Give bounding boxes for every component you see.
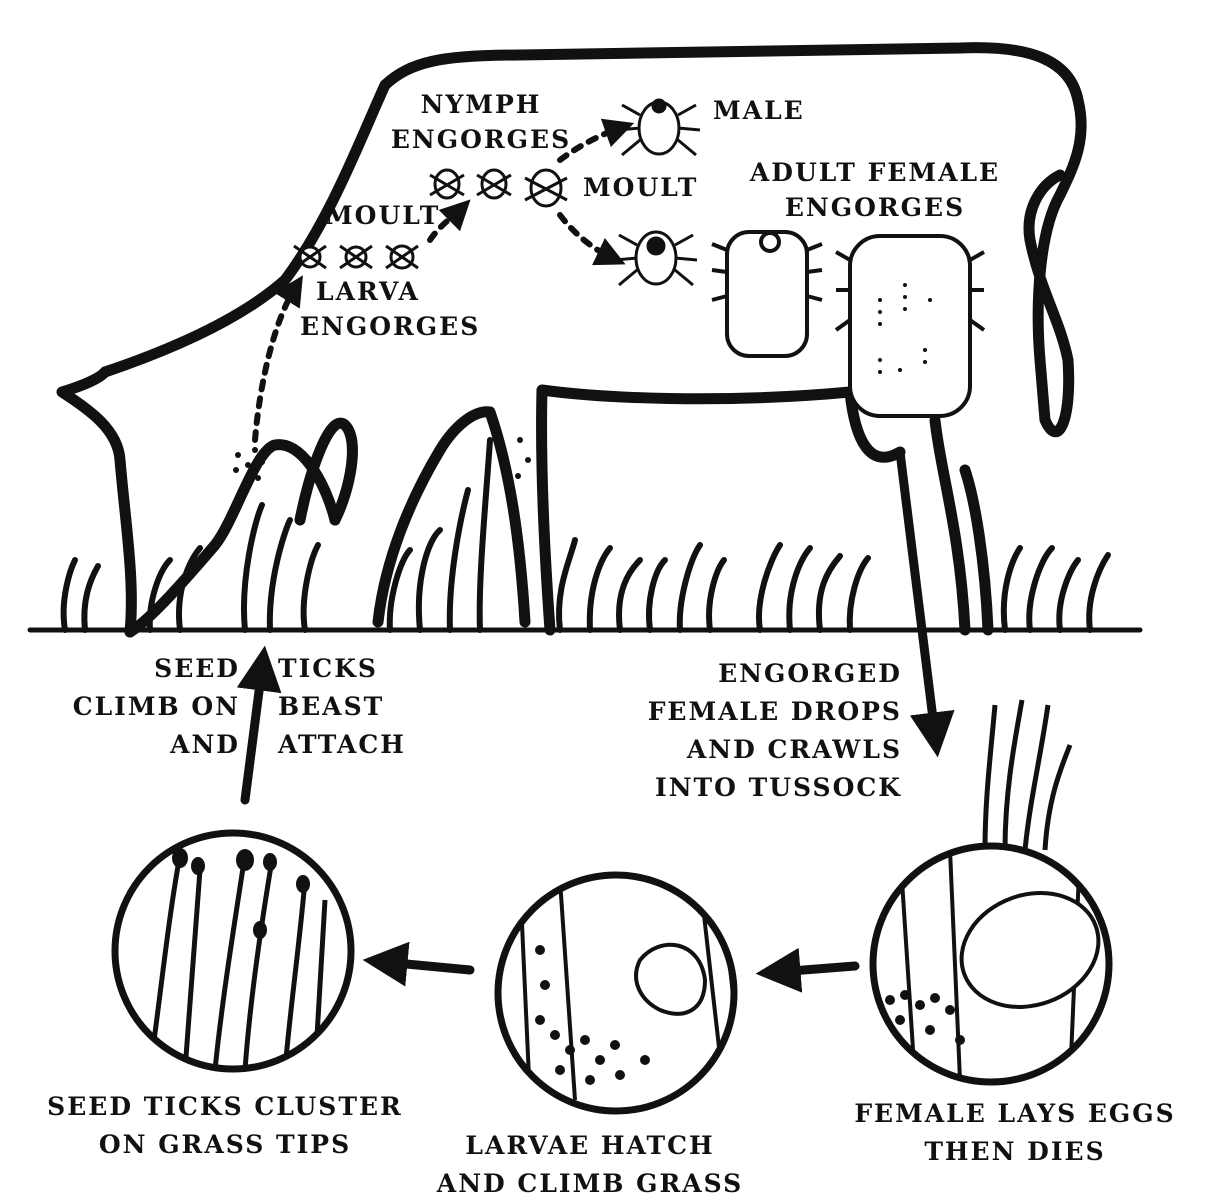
label-line: FEMALE LAYS EGGS [835, 1095, 1195, 1133]
inset-seed-ticks-on-grass [115, 833, 351, 1070]
label-line: ADULT FEMALE [730, 155, 1020, 190]
tussock-grass [985, 700, 1070, 850]
label-line: CLIMB ON [40, 688, 240, 726]
label-line: LARVAE HATCH [420, 1127, 760, 1165]
hatch-arrow [778, 966, 855, 972]
label-line: AND CRAWLS [600, 731, 902, 769]
label-seed-climb-left: SEED CLIMB ON AND [40, 650, 240, 764]
drop-arrow [900, 452, 935, 735]
label-line: AND [40, 726, 240, 764]
label-line: ATTACH [278, 726, 406, 764]
label-line: LARVA [300, 274, 480, 309]
label-line: THEN DIES [835, 1133, 1195, 1171]
nymph-tick-icons [430, 170, 567, 206]
label-moult-2: MOULT [583, 170, 698, 205]
cluster-arrow [385, 962, 470, 970]
label-line: BEAST [278, 688, 406, 726]
label-line: TICKS [278, 650, 406, 688]
label-larvae-hatch: LARVAE HATCH AND CLIMB GRASS [420, 1127, 760, 1203]
label-nymph-engorges: NYMPH ENGORGES [386, 87, 576, 157]
larva-tick-icons [294, 246, 418, 268]
label-seed-climb-right: TICKS BEAST ATTACH [278, 650, 406, 764]
label-line: ON GRASS TIPS [30, 1126, 420, 1164]
inset-larvae-hatch [498, 875, 745, 1111]
label-seed-ticks-cluster: SEED TICKS CLUSTER ON GRASS TIPS [30, 1088, 420, 1164]
label-line: FEMALE DROPS [600, 693, 902, 731]
label-male: MALE [713, 93, 805, 128]
label-line: AND CLIMB GRASS [420, 1165, 760, 1203]
label-line: SEED [40, 650, 240, 688]
label-line: ENGORGES [386, 122, 576, 157]
label-line: SEED TICKS CLUSTER [30, 1088, 420, 1126]
label-adult-female-engorges: ADULT FEMALE ENGORGES [730, 155, 1020, 225]
label-line: ENGORGES [300, 309, 480, 344]
inset-female-lays-eggs [873, 846, 1115, 1082]
label-line: NYMPH [386, 87, 576, 122]
label-line: INTO TUSSOCK [600, 769, 902, 807]
label-engorged-female-drops: ENGORGED FEMALE DROPS AND CRAWLS INTO TU… [600, 655, 902, 807]
grass [30, 440, 1140, 630]
label-line: ENGORGES [730, 190, 1020, 225]
label-larva-engorges: LARVA ENGORGES [300, 274, 480, 344]
label-line: ENGORGED [600, 655, 902, 693]
climb-arrow [245, 668, 262, 800]
label-moult-1: MOULT [325, 198, 440, 233]
label-female-lays-eggs: FEMALE LAYS EGGS THEN DIES [835, 1095, 1195, 1171]
